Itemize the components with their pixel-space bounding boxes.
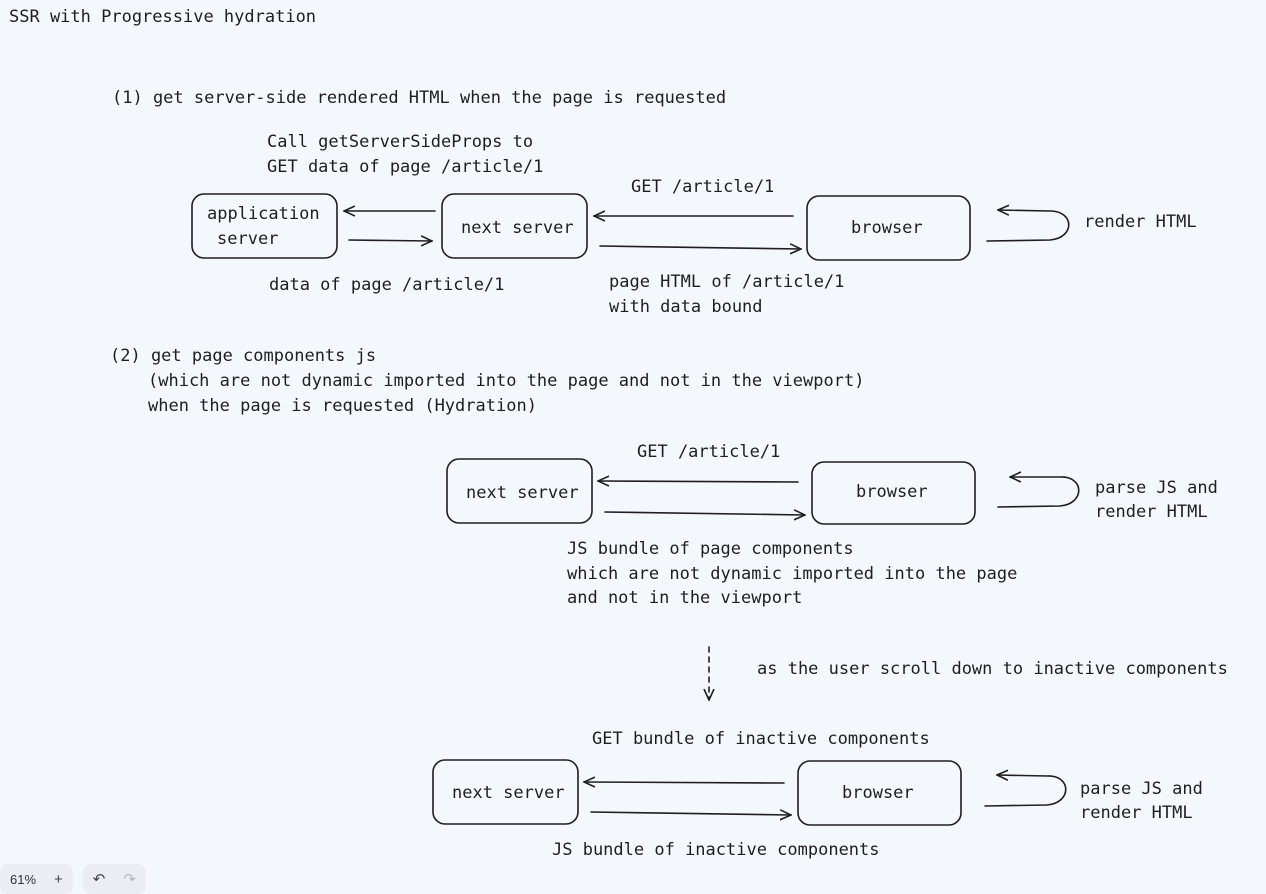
arrow-browser-to-next-3[interactable]: [584, 782, 785, 783]
bundle-label-line3: and not in the viewport: [567, 588, 803, 608]
arrow-next-to-browser-3[interactable]: [590, 812, 791, 815]
loop-arrow-parse[interactable]: [997, 477, 1080, 508]
get-article-label-2: GET /article/1: [637, 442, 781, 462]
next-server-label: next server: [461, 218, 574, 238]
arrow-browser-to-next-2[interactable]: [598, 481, 799, 482]
loop-arrow-render[interactable]: [986, 210, 1070, 242]
browser-box[interactable]: [806, 195, 971, 261]
scroll-note: as the user scroll down to inactive comp…: [757, 659, 1228, 679]
section2-heading-line2: (which are not dynamic imported into the…: [148, 371, 865, 391]
section2-heading-line3: when the page is requested (Hydration): [148, 396, 537, 416]
app-server-label-line2: server: [217, 229, 279, 249]
arrow-app-to-next[interactable]: [348, 240, 432, 241]
browser-label-2: browser: [856, 482, 928, 502]
page-html-label-line1: page HTML of /article/1: [609, 272, 845, 292]
render-html-label: render HTML: [1084, 212, 1197, 232]
section2-heading-line1: (2) get page components js: [110, 346, 377, 366]
page-html-label-line2: with data bound: [609, 297, 763, 317]
next-server-label-2: next server: [466, 483, 579, 503]
arrow-next-to-browser[interactable]: [599, 246, 801, 249]
data-of-page-label: data of page /article/1: [269, 275, 505, 295]
zoom-in-button[interactable]: +: [54, 870, 63, 888]
get-article-label: GET /article/1: [631, 177, 775, 197]
bundle-label-line2: which are not dynamic imported into the …: [567, 564, 1018, 584]
bundle-label-line1: JS bundle of page components: [567, 539, 854, 559]
next-server-box-3[interactable]: [432, 759, 579, 825]
app-server-label-line1: application: [207, 204, 320, 224]
next-server-box[interactable]: [441, 193, 588, 259]
parse-label-line1: parse JS and: [1095, 478, 1218, 498]
zoom-level[interactable]: 61%: [10, 871, 37, 887]
next-server-label-3: next server: [452, 783, 565, 803]
application-server-box[interactable]: [191, 193, 338, 259]
call-label-line1: Call getServerSideProps to: [267, 132, 534, 152]
browser-label: browser: [851, 218, 923, 238]
parse2-label-line1: parse JS and: [1080, 779, 1203, 799]
arrow-next-to-browser-2[interactable]: [604, 512, 805, 515]
loop-arrow-parse-2[interactable]: [984, 775, 1067, 807]
diagram-title: SSR with Progressive hydration: [9, 7, 317, 27]
get-inactive-label: GET bundle of inactive components: [592, 729, 930, 749]
redo-icon[interactable]: ↷: [123, 871, 136, 888]
undo-icon[interactable]: ↶: [92, 871, 106, 888]
browser-box-2[interactable]: [811, 461, 976, 525]
zoom-controls: 61% +: [0, 864, 73, 894]
browser-box-3[interactable]: [797, 760, 962, 826]
bottom-toolbar: 61% + ↶ ↷: [0, 864, 146, 894]
browser-label-3: browser: [842, 783, 914, 803]
section1-heading: (1) get server-side rendered HTML when t…: [112, 88, 727, 108]
history-controls: ↶ ↷: [82, 864, 146, 894]
next-server-box-2[interactable]: [446, 458, 593, 524]
parse-label-line2: render HTML: [1095, 502, 1208, 522]
parse2-label-line2: render HTML: [1080, 803, 1193, 823]
call-label-line2: GET data of page /article/1: [267, 157, 544, 177]
inactive-bundle-label: JS bundle of inactive components: [552, 840, 880, 860]
